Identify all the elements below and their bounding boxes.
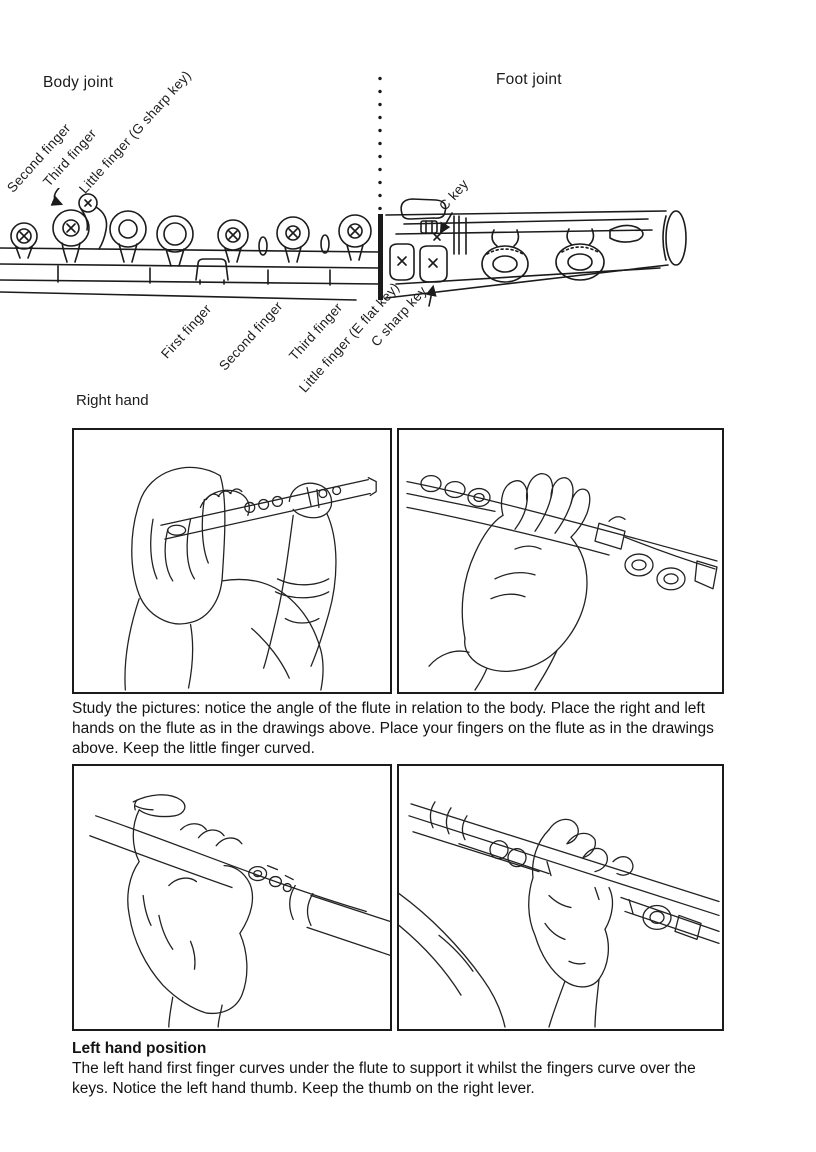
flute-diagram (0, 188, 687, 307)
study-paragraph: Study the pictures: notice the angle of … (72, 700, 714, 757)
figure-frame-left-hand-under (72, 764, 392, 1031)
figure-frame-player (72, 428, 392, 694)
body-joint-label: Body joint (43, 74, 114, 91)
joint-separator-dots (378, 72, 382, 210)
left-hand-heading: Left hand position (72, 1040, 207, 1057)
player-holding-flute-drawing (124, 466, 377, 691)
figure-frame-right-hand (397, 428, 724, 694)
right-hand-label: Right hand (76, 392, 149, 409)
foot-joint-label: Foot joint (496, 71, 562, 88)
left-hand-under-flute-drawing (89, 794, 390, 1028)
figure-frame-left-hand-grip (397, 764, 724, 1031)
left-hand-grip-drawing (399, 801, 720, 1028)
left-hand-paragraph: The left hand first finger curves under … (72, 1060, 696, 1097)
right-hand-on-flute-drawing (406, 473, 718, 691)
